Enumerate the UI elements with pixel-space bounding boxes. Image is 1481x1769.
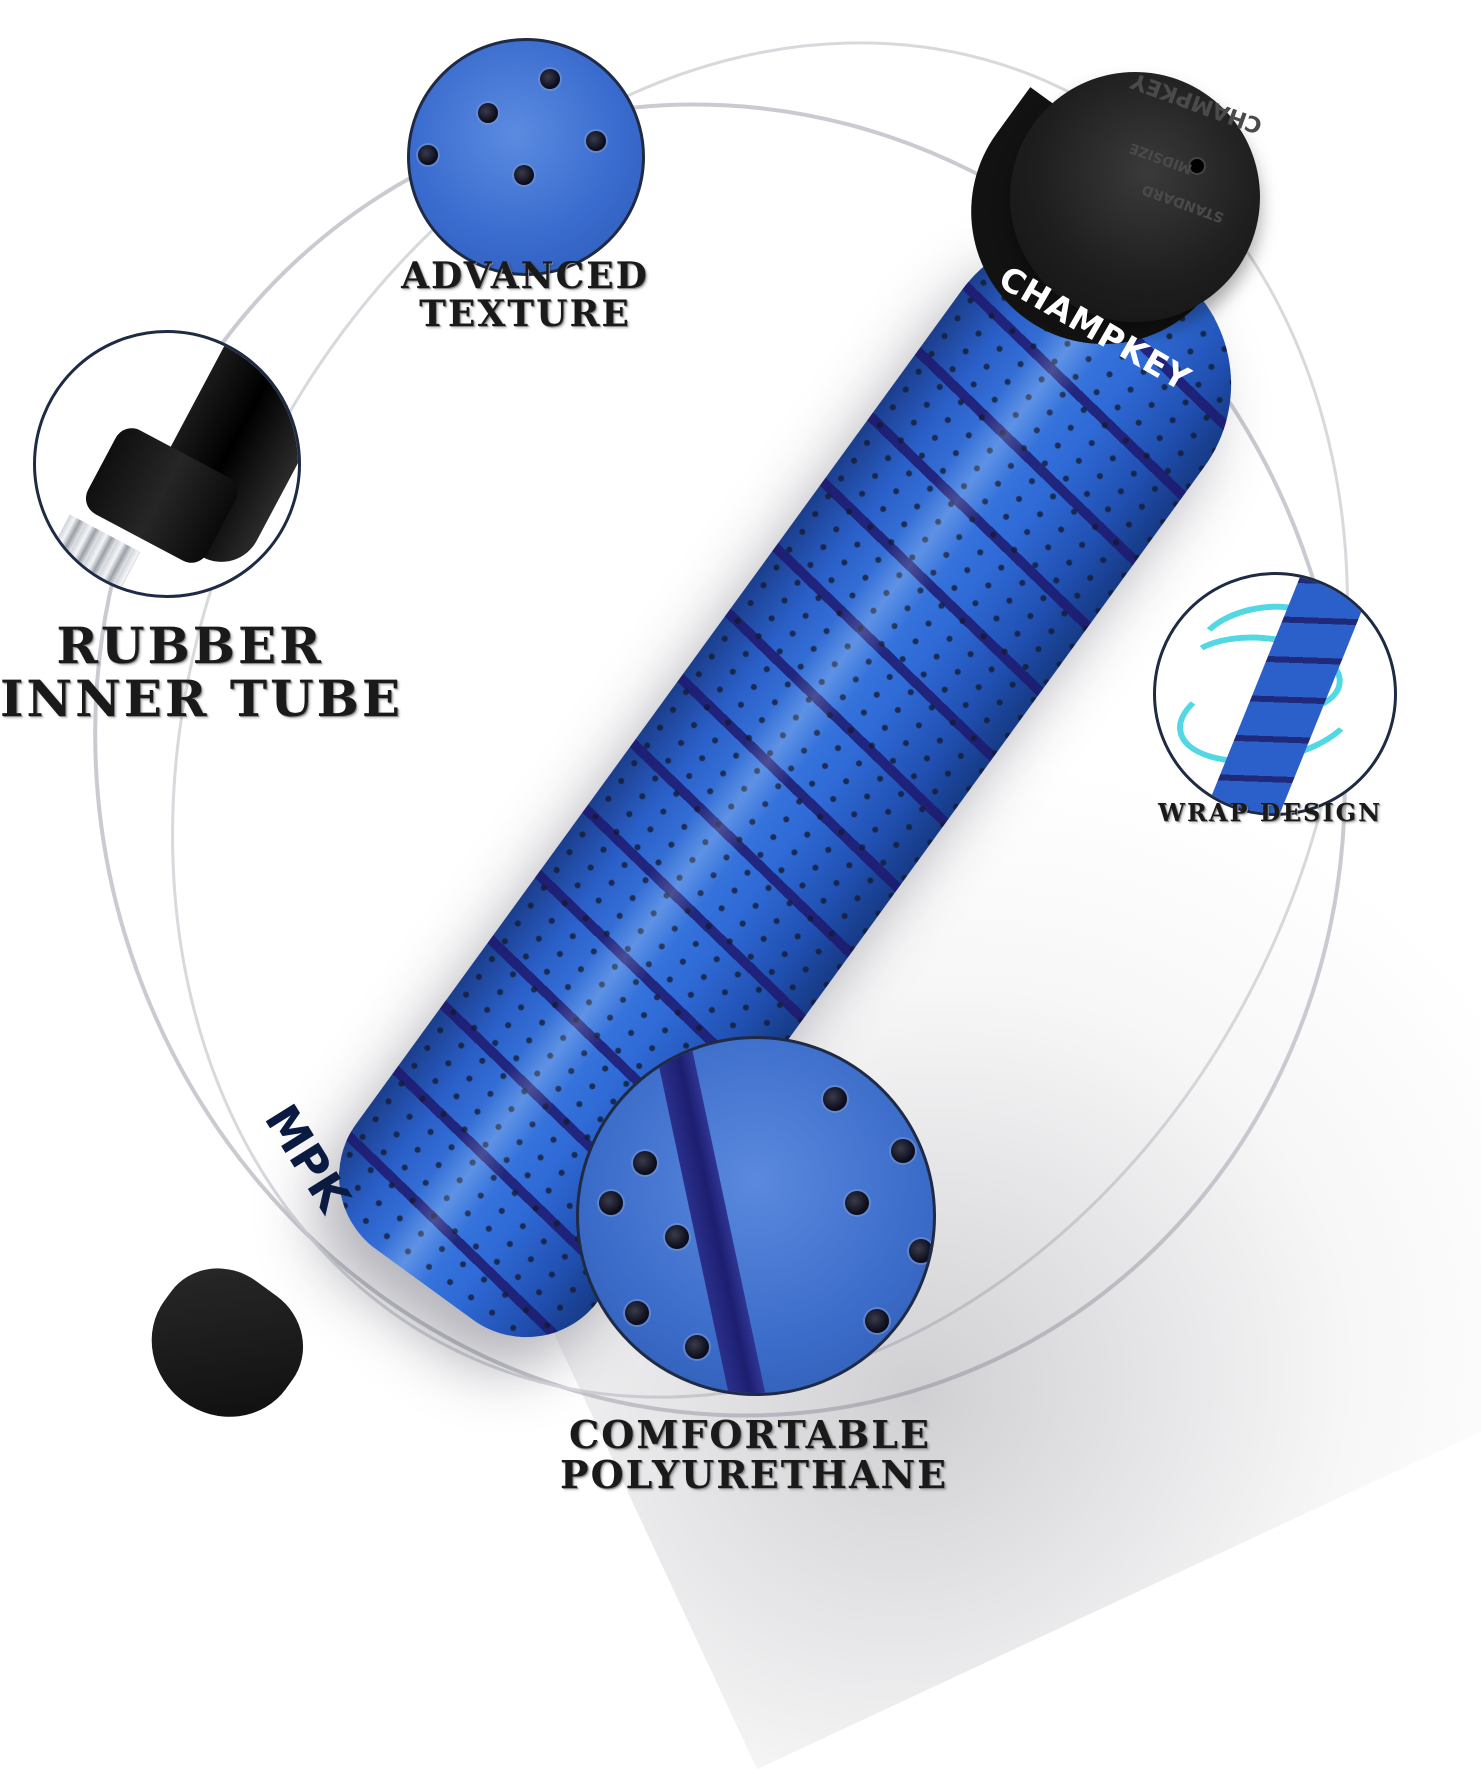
grip-end-cap [1010, 72, 1260, 322]
inner-tube-label-line2: INNER TUBE [0, 668, 404, 728]
inner-tube-label: RUBBER INNER TUBE [0, 616, 404, 728]
cap-vent-hole [1188, 157, 1206, 175]
texture-label-line2: TEXTURE [419, 292, 631, 335]
texture-dot [478, 103, 498, 123]
poly-dot [625, 1301, 649, 1325]
texture-dot [418, 145, 438, 165]
wrap-label-line1: WRAP DESIGN [1157, 798, 1383, 827]
poly-dot [865, 1309, 889, 1333]
wrap-closeup [1153, 572, 1397, 816]
wrap-label: WRAP DESIGN [1145, 800, 1395, 825]
poly-dot [823, 1087, 847, 1111]
poly-band [650, 1039, 774, 1393]
inner-tube-closeup [33, 330, 301, 598]
texture-dot [446, 41, 466, 53]
texture-closeup [407, 38, 645, 276]
poly-dot [909, 1239, 933, 1263]
inner-tube-label-line1: RUBBER [56, 616, 324, 675]
texture-label-line1: ADVANCED [401, 255, 649, 297]
texture-dot [586, 131, 606, 151]
texture-dot [540, 69, 560, 89]
polyurethane-label-line2: POLYURETHANE [560, 1451, 949, 1497]
polyurethane-label-line1: COMFORTABLE [569, 1412, 931, 1457]
polyurethane-label: COMFORTABLE POLYURETHANE [560, 1412, 949, 1497]
product-image: CHAMPKEY MIDSIZE STANDARD CHAMPKEY MPK A… [0, 38, 1481, 1769]
polyurethane-closeup [576, 1036, 936, 1396]
poly-dot [685, 1335, 709, 1359]
texture-dot [514, 165, 534, 185]
poly-dot [891, 1139, 915, 1163]
poly-dot [845, 1191, 869, 1215]
texture-label: ADVANCED TEXTURE [400, 255, 650, 335]
poly-dot [665, 1225, 689, 1249]
poly-dot [599, 1191, 623, 1215]
poly-dot [633, 1151, 657, 1175]
